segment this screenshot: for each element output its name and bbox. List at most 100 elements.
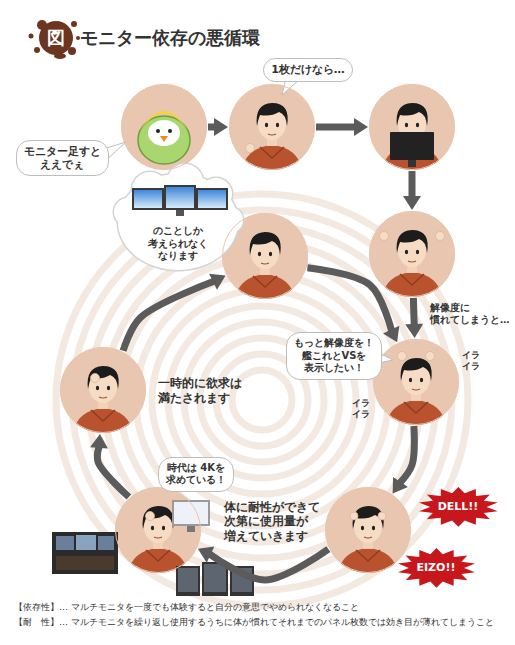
circle-edge bbox=[370, 85, 455, 170]
arrow-head bbox=[209, 274, 226, 290]
circle-outline bbox=[369, 84, 455, 170]
person-figures-part bbox=[337, 506, 399, 579]
title-splat-part bbox=[54, 53, 66, 59]
triple-monitors-part bbox=[204, 564, 226, 592]
caption-text: 解像度に 慣れてしまうと… bbox=[430, 302, 510, 326]
circle-outline bbox=[115, 487, 201, 573]
speech-bubble: もっと解像度を！ 艦これとVSを 表示したい！ bbox=[286, 332, 382, 380]
flow-circle: 一時的に欲求は 満たされます bbox=[60, 347, 146, 433]
background-rings-part bbox=[56, 194, 468, 606]
desk-photo-part bbox=[98, 536, 114, 550]
circle-outline bbox=[229, 84, 315, 170]
brand-burst: EIZO!! bbox=[397, 548, 476, 588]
circle-edge bbox=[122, 85, 207, 170]
hands-part bbox=[350, 512, 358, 520]
brand-burst: DELL!! bbox=[418, 487, 499, 527]
desk-photo bbox=[52, 532, 118, 574]
circle-edge bbox=[326, 488, 411, 573]
person-figures-part bbox=[234, 232, 296, 305]
irritation-mark: イラ イラ bbox=[462, 350, 480, 373]
flow-arrow bbox=[198, 546, 329, 580]
flow-circle: モニター足すと ええでぇ bbox=[121, 84, 207, 170]
thought-cloud-part-part bbox=[217, 207, 243, 233]
thought-cloud-part bbox=[113, 163, 245, 272]
desk-photo-part bbox=[56, 556, 114, 570]
circle-edge bbox=[374, 340, 459, 425]
flow-circle bbox=[325, 487, 411, 573]
small-monitor bbox=[172, 500, 210, 532]
bubble-tails bbox=[100, 78, 393, 364]
arrow-shaft bbox=[400, 426, 414, 483]
flow-circle bbox=[369, 84, 455, 170]
background-rings-part bbox=[152, 290, 372, 510]
desk-photo-part bbox=[76, 535, 96, 550]
thought-cloud-part bbox=[114, 164, 243, 270]
thought-monitors-part bbox=[164, 185, 196, 210]
thought-monitors-part bbox=[134, 190, 162, 208]
flow-arrow bbox=[316, 118, 368, 136]
triple-monitors-part bbox=[176, 566, 200, 596]
title-splat-part bbox=[68, 47, 76, 55]
circle-edge bbox=[370, 212, 455, 297]
flow-arrow bbox=[403, 171, 421, 210]
thought-monitors-part bbox=[166, 187, 194, 208]
person-figures bbox=[72, 103, 447, 579]
hands-part bbox=[246, 144, 255, 153]
circle-ground bbox=[60, 84, 459, 573]
person-figures-part bbox=[241, 103, 303, 176]
flow-circle: 時代は 4Kを 求めている！体に耐性ができて 次第に使用量が 増えていきます bbox=[115, 487, 201, 573]
arrow-shaft bbox=[210, 549, 329, 580]
arrow-head bbox=[393, 477, 408, 494]
bird-character-part bbox=[160, 136, 168, 142]
flow-arrow bbox=[307, 268, 399, 343]
desk-monitor bbox=[390, 132, 434, 167]
desk-photo-part bbox=[56, 536, 74, 550]
hands-part bbox=[398, 352, 407, 361]
bird-character-part bbox=[148, 120, 180, 146]
hands-part bbox=[380, 232, 389, 241]
thought-monitors-part bbox=[196, 188, 228, 210]
arrow-shaft bbox=[316, 124, 355, 131]
person-figures-part bbox=[381, 230, 443, 303]
person-figures-part bbox=[381, 103, 443, 176]
person-figures-part bbox=[385, 358, 447, 431]
flow-arrow bbox=[393, 426, 415, 494]
brand-text: DELL!! bbox=[438, 500, 479, 514]
caption-text: 体に耐性ができて 次第に使用量が 増えていきます bbox=[224, 500, 320, 543]
definition-note: 【耐 性】… マルチモニタを繰り返し使用するうちに体が慣れてそれまでのパネル枚数… bbox=[14, 617, 494, 628]
background-rings bbox=[56, 194, 468, 606]
circle-outline bbox=[222, 213, 308, 299]
title-splat-part bbox=[37, 20, 47, 30]
thought-monitors bbox=[132, 185, 228, 216]
circle-edge bbox=[61, 348, 146, 433]
circle-outline bbox=[121, 84, 207, 170]
desk-photo-part bbox=[52, 532, 118, 574]
thought-monitors-part bbox=[132, 188, 164, 210]
arrow-head bbox=[405, 324, 423, 338]
burst-spikes bbox=[419, 487, 498, 527]
bird-character-part bbox=[168, 129, 172, 133]
arrow-shaft bbox=[307, 268, 391, 331]
arrow-head bbox=[403, 196, 421, 210]
circle-outline bbox=[60, 347, 146, 433]
circle-edge bbox=[116, 488, 201, 573]
circle-outline bbox=[325, 487, 411, 573]
triple-monitors bbox=[176, 562, 254, 596]
figure-mark: 図 bbox=[47, 27, 65, 50]
arrow-shaft bbox=[409, 171, 416, 197]
flow-circle: 解像度に 慣れてしまうと… bbox=[369, 211, 455, 297]
thought-monitors-part bbox=[198, 190, 226, 208]
arrow-shaft bbox=[410, 298, 418, 325]
circle-outline bbox=[369, 211, 455, 297]
thought-cloud bbox=[113, 163, 245, 272]
hands-part bbox=[426, 352, 435, 361]
title-splat-part bbox=[34, 47, 40, 53]
flow-circle: のことしか 考えられなく なります bbox=[222, 213, 308, 299]
flow-circle: もっと解像度を！ 艦これとVSを 表示したい！ bbox=[373, 339, 459, 425]
flow-arrow bbox=[123, 274, 225, 351]
circle-edge bbox=[223, 214, 308, 299]
thought-text: のことしか 考えられなく なります bbox=[148, 225, 208, 263]
brand-text: EIZO!! bbox=[417, 561, 456, 575]
